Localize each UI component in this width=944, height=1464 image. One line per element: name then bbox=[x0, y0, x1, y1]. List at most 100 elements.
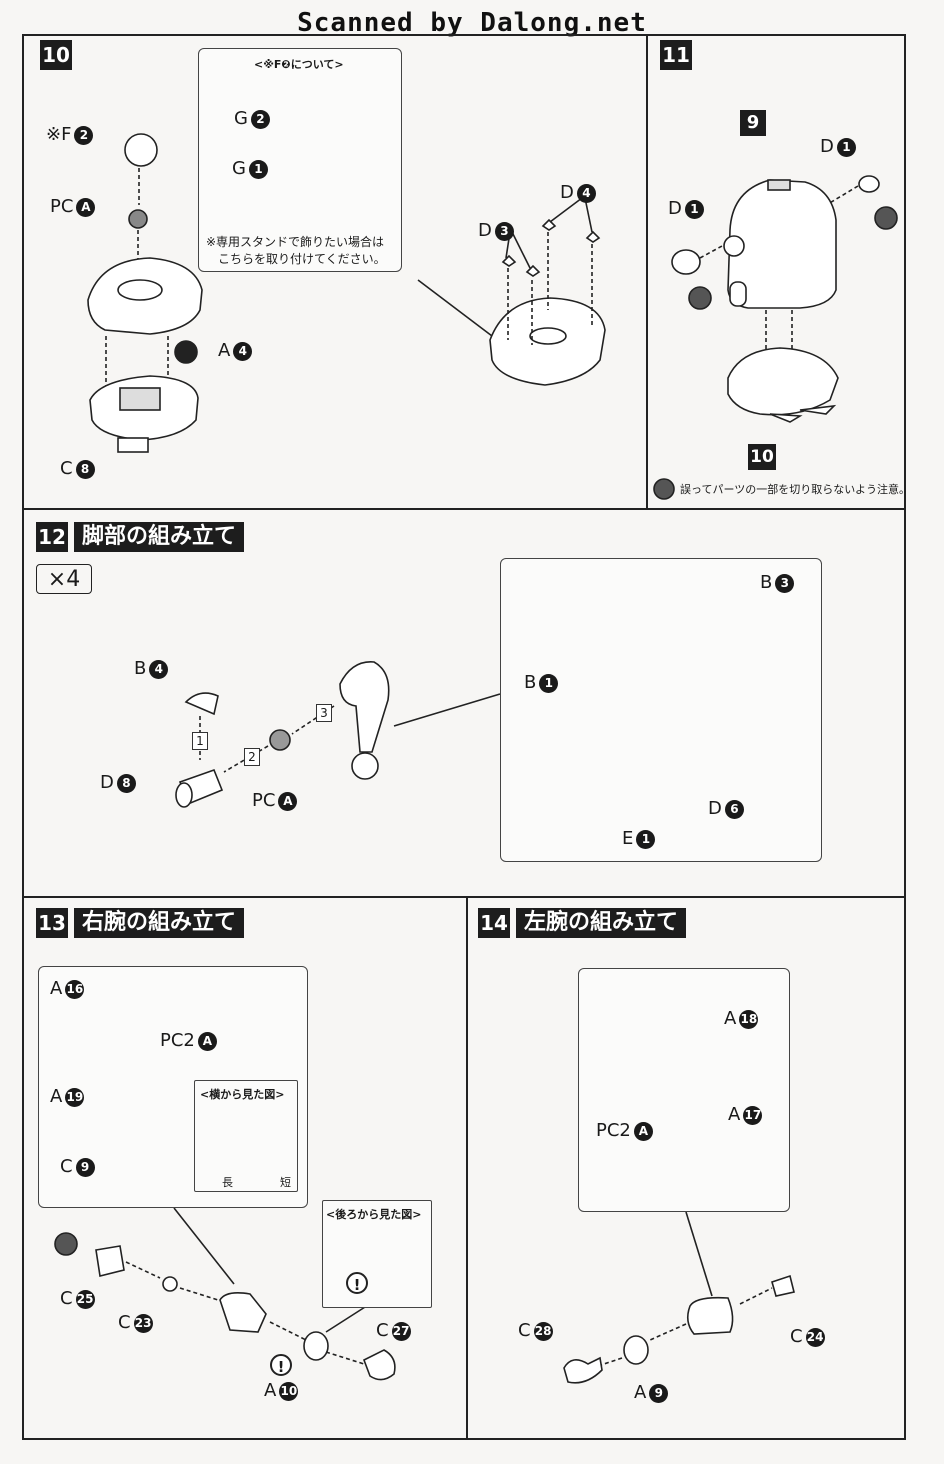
label-a16-num: 16 bbox=[65, 979, 85, 999]
label-g1-part: G bbox=[232, 158, 246, 179]
label-pc2-13-part: PC2 bbox=[160, 1030, 195, 1051]
side-view-box bbox=[194, 1080, 298, 1192]
step10-inset-note-1: ※専用スタンドで飾りたい場合は bbox=[206, 235, 385, 249]
label-f2-part: ※F bbox=[46, 124, 72, 145]
label-pc2-13-num: A bbox=[197, 1031, 217, 1051]
label-d6-num: 6 bbox=[724, 799, 744, 819]
seq-2: 2 bbox=[244, 748, 260, 766]
step14-frame bbox=[466, 896, 906, 1440]
scan-banner: Scanned by Dalong.net bbox=[297, 8, 647, 38]
step13-number: 13 bbox=[36, 908, 68, 938]
label-f2: ※F 2 bbox=[46, 124, 94, 146]
label-a10: A 10 bbox=[264, 1380, 299, 1402]
label-a4: A 4 bbox=[218, 340, 253, 362]
label-a4-part: A bbox=[218, 340, 231, 361]
label-d6-part: D bbox=[708, 798, 722, 819]
label-a19-num: 19 bbox=[65, 1087, 85, 1107]
label-c27-part: C bbox=[376, 1320, 389, 1341]
label-g1: G 1 bbox=[232, 158, 268, 180]
step10-stand-inset bbox=[198, 48, 402, 272]
label-c28-num: 28 bbox=[533, 1321, 553, 1341]
label-c28-part: C bbox=[518, 1320, 531, 1341]
step14-title: 左腕の組み立て bbox=[516, 908, 687, 938]
label-c27-num: 27 bbox=[391, 1321, 411, 1341]
label-c25-part: C bbox=[60, 1288, 73, 1309]
label-c23-part: C bbox=[118, 1312, 131, 1333]
label-d3-part: D bbox=[478, 220, 492, 241]
label-d1-right: D 1 bbox=[820, 136, 856, 158]
warning-icon-a10: ! bbox=[270, 1354, 292, 1376]
back-view-box bbox=[322, 1200, 432, 1308]
label-pc-part: PC bbox=[50, 196, 74, 217]
label-d1-left-part: D bbox=[668, 198, 682, 219]
label-b3-part: B bbox=[760, 572, 773, 593]
label-b4-num: 4 bbox=[149, 659, 169, 679]
label-g2: G 2 bbox=[234, 108, 270, 130]
label-d1-left-num: 1 bbox=[684, 199, 704, 219]
label-d8-num: 8 bbox=[116, 773, 136, 793]
label-d4-part: D bbox=[560, 182, 574, 203]
label-pc-a-10: PC A bbox=[50, 196, 96, 218]
label-f2-num: 2 bbox=[74, 125, 94, 145]
label-b3-num: 3 bbox=[775, 573, 795, 593]
label-a10-part: A bbox=[264, 1380, 277, 1401]
step11-ref-9: 9 bbox=[740, 110, 766, 136]
label-g2-num: 2 bbox=[250, 109, 270, 129]
label-b4-part: B bbox=[134, 658, 147, 679]
label-c9-num: 9 bbox=[75, 1157, 95, 1177]
label-a9-num: 9 bbox=[649, 1383, 669, 1403]
label-d1-right-part: D bbox=[820, 136, 834, 157]
label-e1: E 1 bbox=[622, 828, 656, 850]
label-c24: C 24 bbox=[790, 1326, 825, 1348]
label-a9: A 9 bbox=[634, 1382, 669, 1404]
step11-number: 11 bbox=[660, 40, 692, 70]
label-b3: B 3 bbox=[760, 572, 795, 594]
side-view-title: <横から見た図> bbox=[200, 1088, 285, 1101]
label-a17: A 17 bbox=[728, 1104, 763, 1126]
label-pc2-14-num: A bbox=[633, 1121, 653, 1141]
label-pc2-14-part: PC2 bbox=[596, 1120, 631, 1141]
label-a10-num: 10 bbox=[279, 1381, 299, 1401]
label-a18-part: A bbox=[724, 1008, 737, 1029]
label-b1-num: 1 bbox=[539, 673, 559, 693]
label-pc2-13: PC2 A bbox=[160, 1030, 217, 1052]
label-c25: C 25 bbox=[60, 1288, 95, 1310]
label-a18: A 18 bbox=[724, 1008, 759, 1030]
label-c25-num: 25 bbox=[75, 1289, 95, 1309]
label-b1: B 1 bbox=[524, 672, 559, 694]
label-d1-right-num: 1 bbox=[836, 137, 856, 157]
label-d3-num: 3 bbox=[494, 221, 514, 241]
step11-footnote: 誤ってパーツの一部を切り取らないよう注意。 bbox=[680, 483, 911, 496]
label-d8: D 8 bbox=[100, 772, 136, 794]
label-c9: C 9 bbox=[60, 1156, 95, 1178]
step12-number: 12 bbox=[36, 522, 68, 552]
seq-1: 1 bbox=[192, 732, 208, 750]
step12-title: 脚部の組み立て bbox=[74, 522, 245, 552]
label-pc-num: A bbox=[76, 197, 96, 217]
label-a16-part: A bbox=[50, 978, 63, 999]
label-e1-part: E bbox=[622, 828, 634, 849]
label-d4: D 4 bbox=[560, 182, 596, 204]
label-d8-part: D bbox=[100, 772, 114, 793]
label-a4-num: 4 bbox=[233, 341, 253, 361]
side-view-short: 短 bbox=[280, 1176, 291, 1189]
label-c8-part: C bbox=[60, 458, 73, 479]
step12-multiplier: ×4 bbox=[36, 564, 92, 594]
label-pc2-14: PC2 A bbox=[596, 1120, 653, 1142]
label-c23: C 23 bbox=[118, 1312, 153, 1334]
step10-inset-note-2: こちらを取り付けてください。 bbox=[218, 252, 386, 266]
label-a19-part: A bbox=[50, 1086, 63, 1107]
label-c24-part: C bbox=[790, 1326, 803, 1347]
step13-title: 右腕の組み立て bbox=[74, 908, 245, 938]
step10-inset-title: <※F❷について> bbox=[254, 58, 344, 71]
label-a18-num: 18 bbox=[739, 1009, 759, 1029]
label-g2-part: G bbox=[234, 108, 248, 129]
step14-number: 14 bbox=[478, 908, 510, 938]
label-c8: C 8 bbox=[60, 458, 95, 480]
label-a16: A 16 bbox=[50, 978, 85, 1000]
label-pc-a-12: PC A bbox=[252, 790, 298, 812]
label-g1-num: 1 bbox=[248, 159, 268, 179]
label-a17-part: A bbox=[728, 1104, 741, 1125]
label-c8-num: 8 bbox=[75, 459, 95, 479]
label-e1-num: 1 bbox=[636, 829, 656, 849]
